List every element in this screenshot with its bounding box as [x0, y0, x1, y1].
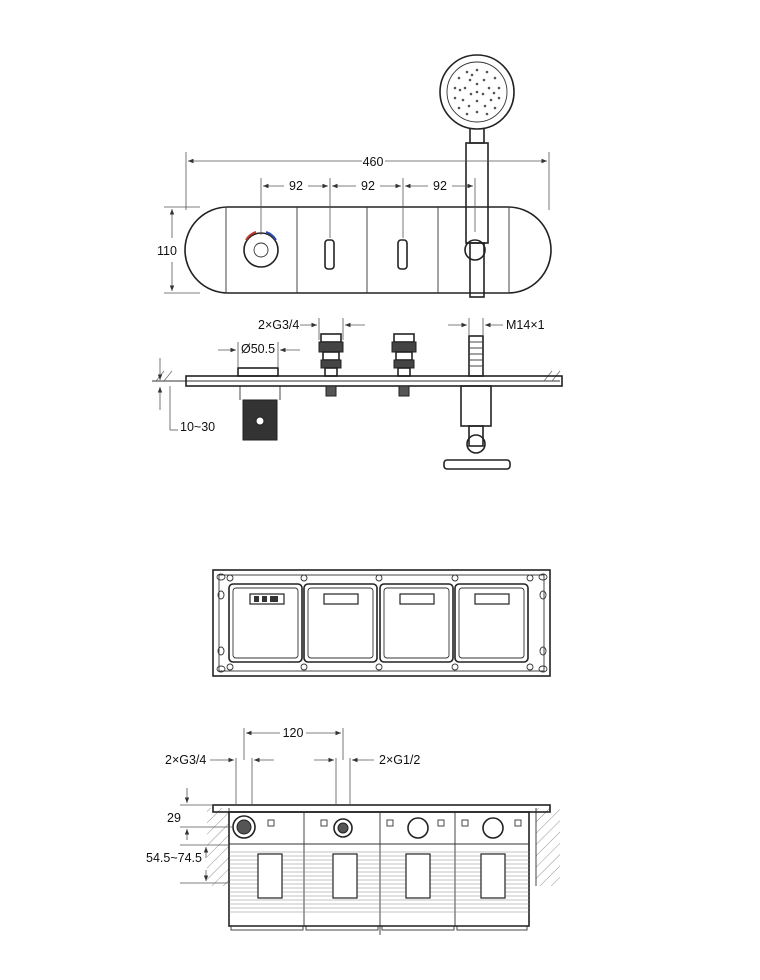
rear-view: [212, 569, 551, 677]
section-view: 120 2×G3/4 2×G1/2 29 54.5~74.5: [146, 726, 560, 935]
front-view: 460 92 92 92 110: [157, 54, 552, 298]
front-plate: [184, 206, 552, 294]
section-spacing-label: 120: [283, 726, 304, 740]
module-4: [454, 583, 529, 663]
diameter-label: Ø50.5: [241, 342, 275, 356]
module-1: [228, 583, 303, 663]
inlet-port: [232, 815, 256, 839]
hand-shower: [439, 54, 515, 298]
fitting-2: [391, 333, 417, 397]
section-top-plate: [212, 804, 551, 813]
depth-range-label: 54.5~74.5: [146, 851, 202, 865]
module-3: [379, 583, 454, 663]
module-2: [303, 583, 378, 663]
mounting-box: [212, 569, 551, 677]
top-height-label: 29: [167, 811, 181, 825]
overall-width-label: 460: [363, 155, 384, 169]
spacing-1-label: 92: [289, 179, 303, 193]
push-button-1: [324, 239, 335, 270]
spacing-2-label: 92: [361, 179, 375, 193]
side-view: 2×G3/4 M14×1 Ø50.5 10~30: [152, 318, 563, 470]
hose-connector: [443, 335, 511, 470]
fitting-1: [318, 333, 344, 397]
section-outlet-thread-label: 2×G1/2: [379, 753, 420, 767]
hose-thread-label: M14×1: [506, 318, 545, 332]
outlet-port-3: [482, 817, 504, 839]
side-outlet-thread-label: 2×G3/4: [258, 318, 299, 332]
outlet-port-2: [407, 817, 429, 839]
spacing-3-label: 92: [433, 179, 447, 193]
section-body: [228, 811, 530, 927]
section-inlet-thread-label: 2×G3/4: [165, 753, 206, 767]
wall-range-label: 10~30: [180, 420, 215, 434]
height-label: 110: [157, 244, 177, 258]
side-plate: [185, 375, 563, 387]
thermostat-knob: [243, 231, 279, 268]
push-button-2: [397, 239, 408, 270]
outlet-port-1: [333, 818, 353, 838]
